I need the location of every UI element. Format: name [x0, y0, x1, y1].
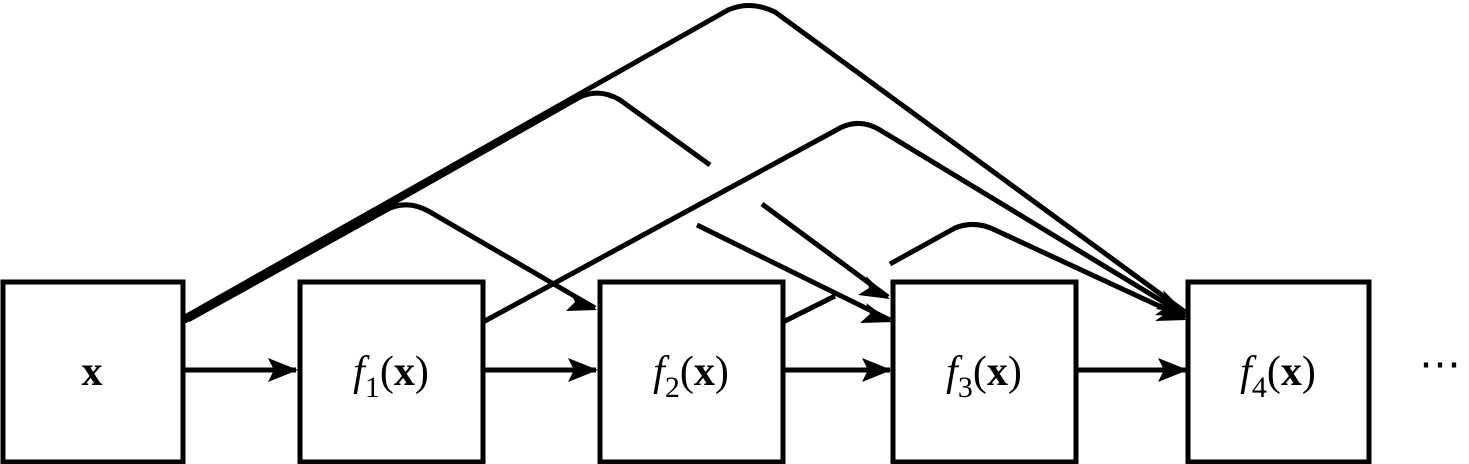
arrowhead-f1: [268, 358, 298, 382]
arrowhead-f1-f4: [1155, 296, 1187, 317]
node-label-x: x: [82, 349, 103, 395]
continuation-ellipsis: ⋯: [1419, 342, 1461, 388]
arrowhead-x-f2: [566, 291, 597, 311]
arrowhead-x-f3: [858, 276, 890, 299]
node-boxes: [0, 279, 1372, 464]
arrowheads: [268, 276, 1188, 382]
skip-connections: [181, 3, 1187, 325]
edge-x-to-f3-lower: [760, 201, 890, 300]
edge-f1-to-f4: [481, 121, 1187, 325]
edge-x-to-f2: [186, 202, 597, 323]
edge-f2-to-f4-a: [781, 293, 837, 325]
edge-f1-to-f3: [695, 222, 892, 323]
arrowhead-f3: [862, 358, 892, 382]
node-box-f1: [297, 279, 486, 464]
node-box-f3: [890, 279, 1079, 464]
node-box-f2: [597, 279, 786, 464]
arrowhead-f1-f3: [860, 303, 892, 323]
edge-x-to-f3-upper: [181, 90, 712, 325]
node-box-f4: [1185, 279, 1372, 464]
arrowhead-f2-f4: [1155, 303, 1187, 321]
edge-f2-to-f4-b: [888, 222, 1187, 321]
arrowhead-f4: [1158, 358, 1188, 382]
node-box-x: [0, 279, 186, 464]
arrowhead-f2: [568, 358, 598, 382]
edge-x-to-f4: [181, 3, 1187, 321]
